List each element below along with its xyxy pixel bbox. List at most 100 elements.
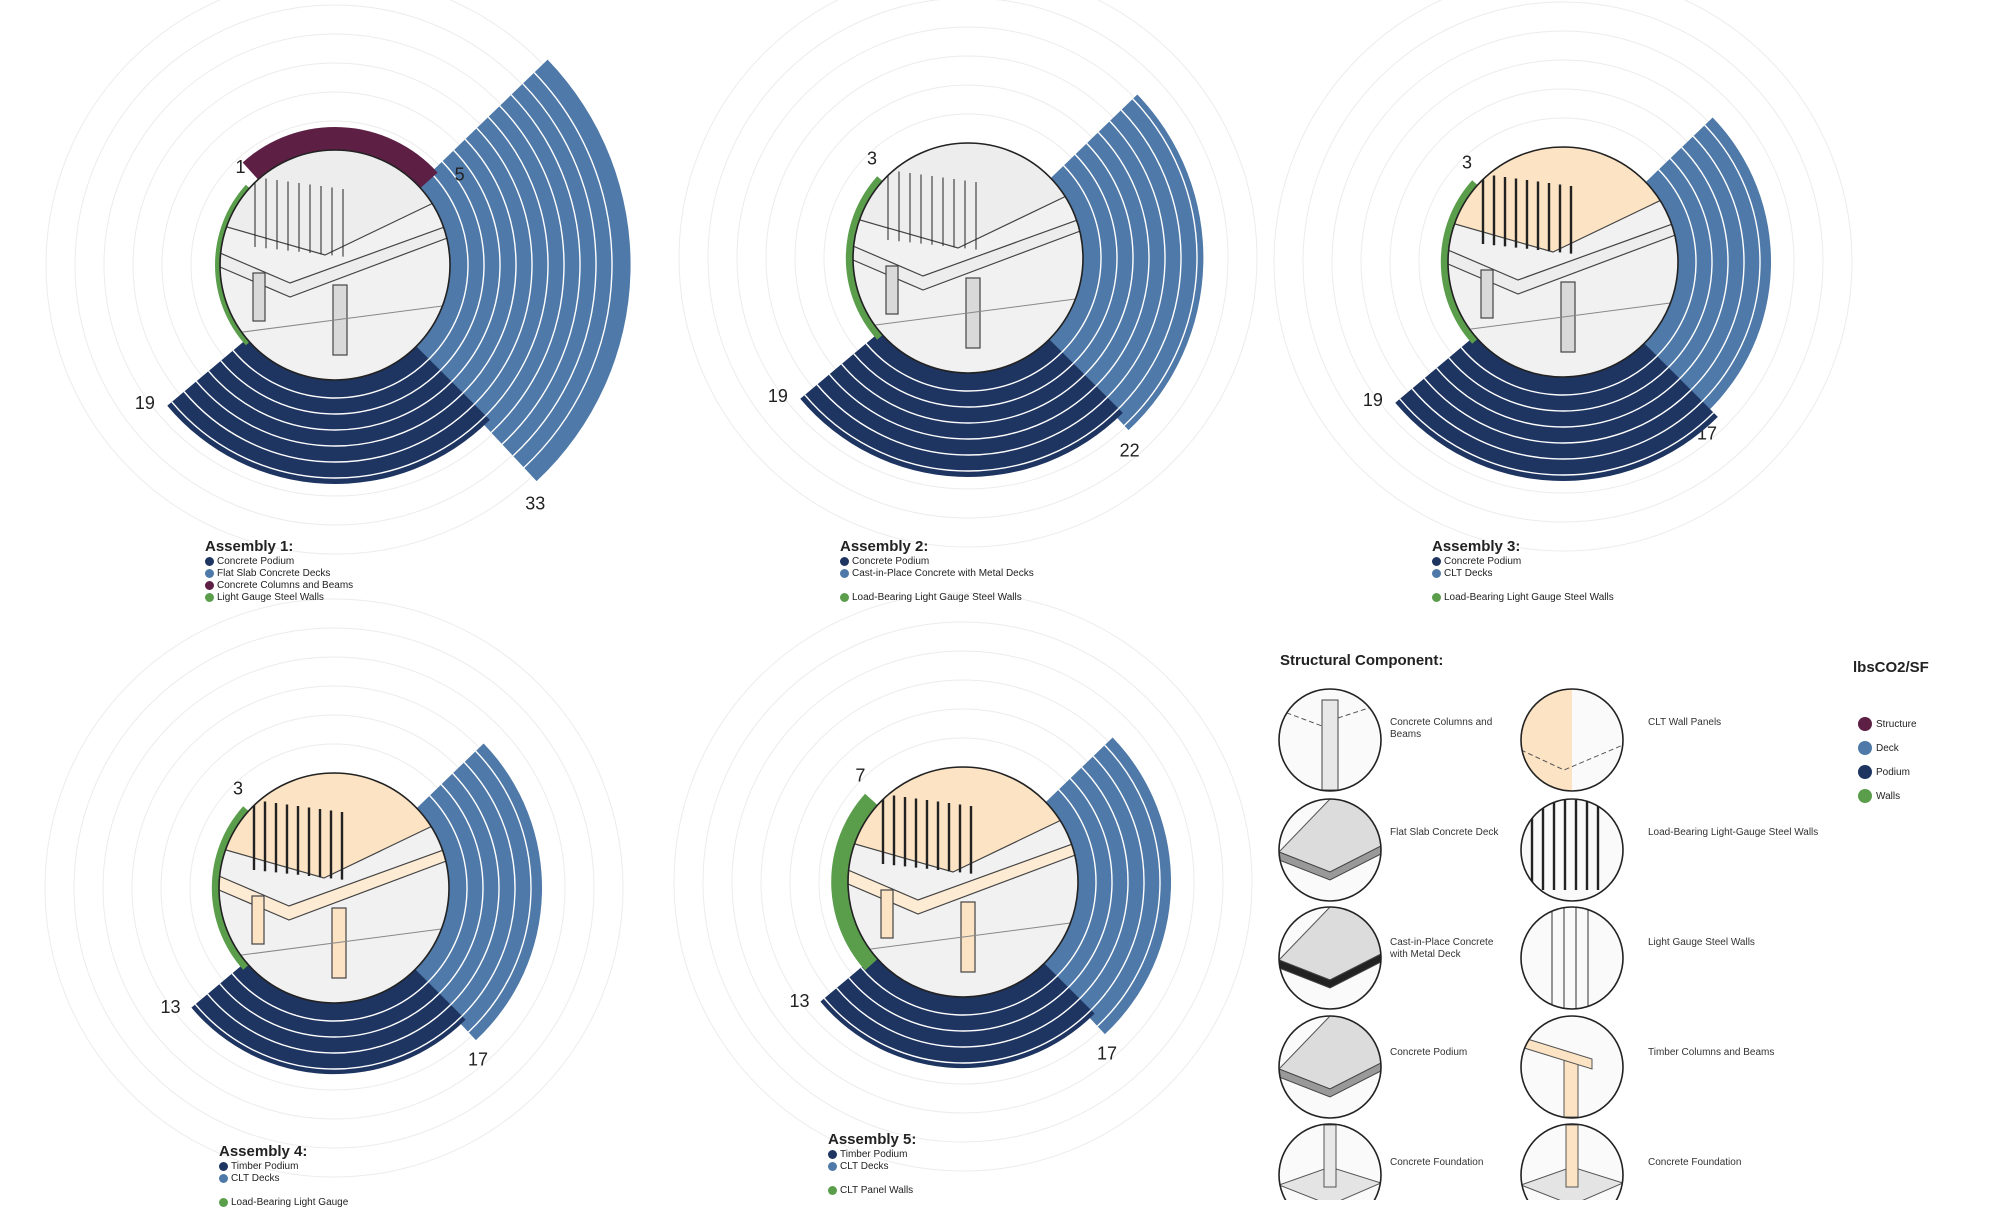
podium-band-line (1411, 388, 1703, 460)
deck-band-line (1080, 142, 1134, 380)
assembly-4-legend-item: Timber Podium (219, 1160, 348, 1172)
deck-band-line (456, 761, 516, 1021)
walls-bar (211, 806, 249, 970)
ground-line (1448, 301, 1678, 333)
clt-wall-panel-icon (1520, 688, 1624, 792)
deck-sector: 17 (412, 743, 543, 1070)
legend-label: Light Gauge Steel Walls (217, 591, 324, 603)
assembly-3-legend-item (1432, 579, 1614, 591)
unit-key-deck: Deck (1858, 739, 1917, 757)
deck-band-line (457, 138, 517, 398)
concrete-foundation-icon (1278, 1123, 1382, 1200)
deck-band-line (1696, 124, 1761, 407)
icon-outline (1278, 906, 1382, 1010)
deck-band-line (446, 772, 500, 1010)
deck-slab (853, 217, 1083, 291)
assembly-3-legend-item: CLT Decks (1432, 567, 1614, 579)
unit-key-deck-label: Deck (1876, 742, 1899, 754)
component-label: Concrete Foundation (1390, 1157, 1484, 1168)
concrete-foundation-icon (1520, 1123, 1624, 1200)
icon-outline (1278, 1015, 1382, 1119)
timber-beam (1521, 1036, 1593, 1070)
building-vignette (219, 773, 449, 1003)
legend-dot (840, 592, 849, 602)
walls-value-label: 7 (855, 766, 865, 786)
walls-bar (831, 793, 878, 971)
guide-ring (731, 650, 1195, 1114)
deck-band-line (425, 172, 469, 363)
assembly-4-legend-item: CLT Decks (219, 1172, 348, 1184)
guide-ring (102, 656, 566, 1120)
cast-in-place-deck-icon (1278, 906, 1382, 1010)
deck-bar (1641, 117, 1772, 415)
podium-swatch (1858, 765, 1872, 779)
component-drawing (1279, 799, 1381, 901)
component-drawing (1279, 907, 1381, 1009)
legend-dot (219, 1173, 228, 1183)
podium-band-line (220, 360, 441, 415)
legend-label: CLT Decks (840, 1160, 889, 1172)
legend-label: Load-Bearing Light Gauge Steel Walls (1444, 591, 1614, 603)
unit-key-walls: Walls (1858, 787, 1917, 805)
legend-label: Cast-in-Place Concrete with Metal Decks (852, 567, 1034, 579)
assembly-2-legend-item (840, 579, 1034, 591)
legend-label: Timber Podium (840, 1148, 908, 1160)
podium-band-line (853, 353, 1074, 408)
assembly-3-title: Assembly 3: (1432, 538, 1521, 555)
column-stub (1323, 1124, 1337, 1188)
component-drawing (1521, 799, 1623, 901)
deck-band-line (523, 72, 613, 469)
deck-band-line (1675, 146, 1729, 384)
deck-value-label: 17 (1097, 1044, 1117, 1064)
podium-sector: 19 (135, 338, 490, 484)
component-label: Cast-in-Place Concrete with Metal Deck (1390, 937, 1494, 960)
deck-sector: 22 (1046, 94, 1204, 461)
deck-band-line (1069, 154, 1118, 368)
legend-label: Concrete Podium (852, 555, 930, 567)
column (251, 895, 265, 945)
structure-swatch (1858, 717, 1872, 731)
assembly-1-legend-item: Concrete Podium (205, 555, 353, 567)
component-drawing (1521, 1016, 1623, 1118)
assembly-5-legend-item: CLT Decks (828, 1160, 916, 1172)
building-vignette (220, 150, 450, 380)
icon-outline (1278, 688, 1382, 792)
icon-outline (1520, 1123, 1624, 1200)
component-drawing (1521, 1124, 1623, 1200)
column (885, 265, 899, 315)
guide-ring (707, 0, 1229, 519)
vignette-outline (218, 772, 450, 1004)
guide-ring (1273, 0, 1853, 552)
ground-line (848, 921, 1078, 953)
component-label: Load-Bearing Light-Gauge Steel Walls (1648, 827, 1819, 838)
podium-bar (191, 961, 466, 1075)
walls-sector: 3 (211, 779, 249, 970)
deck-band-line (1058, 165, 1102, 356)
component-drawing (1279, 1124, 1381, 1200)
walls-bar (1440, 180, 1478, 344)
deck-band-line (1085, 755, 1145, 1015)
deck-sector: 33 (413, 59, 631, 514)
podium-sector: 19 (1363, 335, 1718, 481)
deck-band-line (1090, 131, 1150, 391)
light-gauge-steel-wall-icon (1520, 906, 1624, 1010)
component-drawing (1279, 689, 1381, 791)
legend-dot (828, 1149, 837, 1159)
assembly-5-legend-item: CLT Panel Walls (828, 1184, 916, 1196)
legend-dot (1432, 592, 1441, 602)
legend-label: Concrete Columns and Beams (217, 579, 354, 591)
unit-key-structure-label: Structure (1876, 718, 1917, 730)
slab-edge (1279, 845, 1381, 881)
guide-ring (73, 627, 595, 1149)
podium-band-line (1423, 377, 1692, 444)
podium-band-line (828, 373, 1097, 440)
podium-band-line (804, 394, 1120, 472)
walls-sector: 3 (845, 149, 883, 340)
assembly-1-legend-item: Flat Slab Concrete Decks (205, 567, 353, 579)
legend-dot (1432, 568, 1441, 578)
load-bearing-steel-wall-icon (1520, 798, 1624, 902)
structure-bar (242, 127, 438, 189)
